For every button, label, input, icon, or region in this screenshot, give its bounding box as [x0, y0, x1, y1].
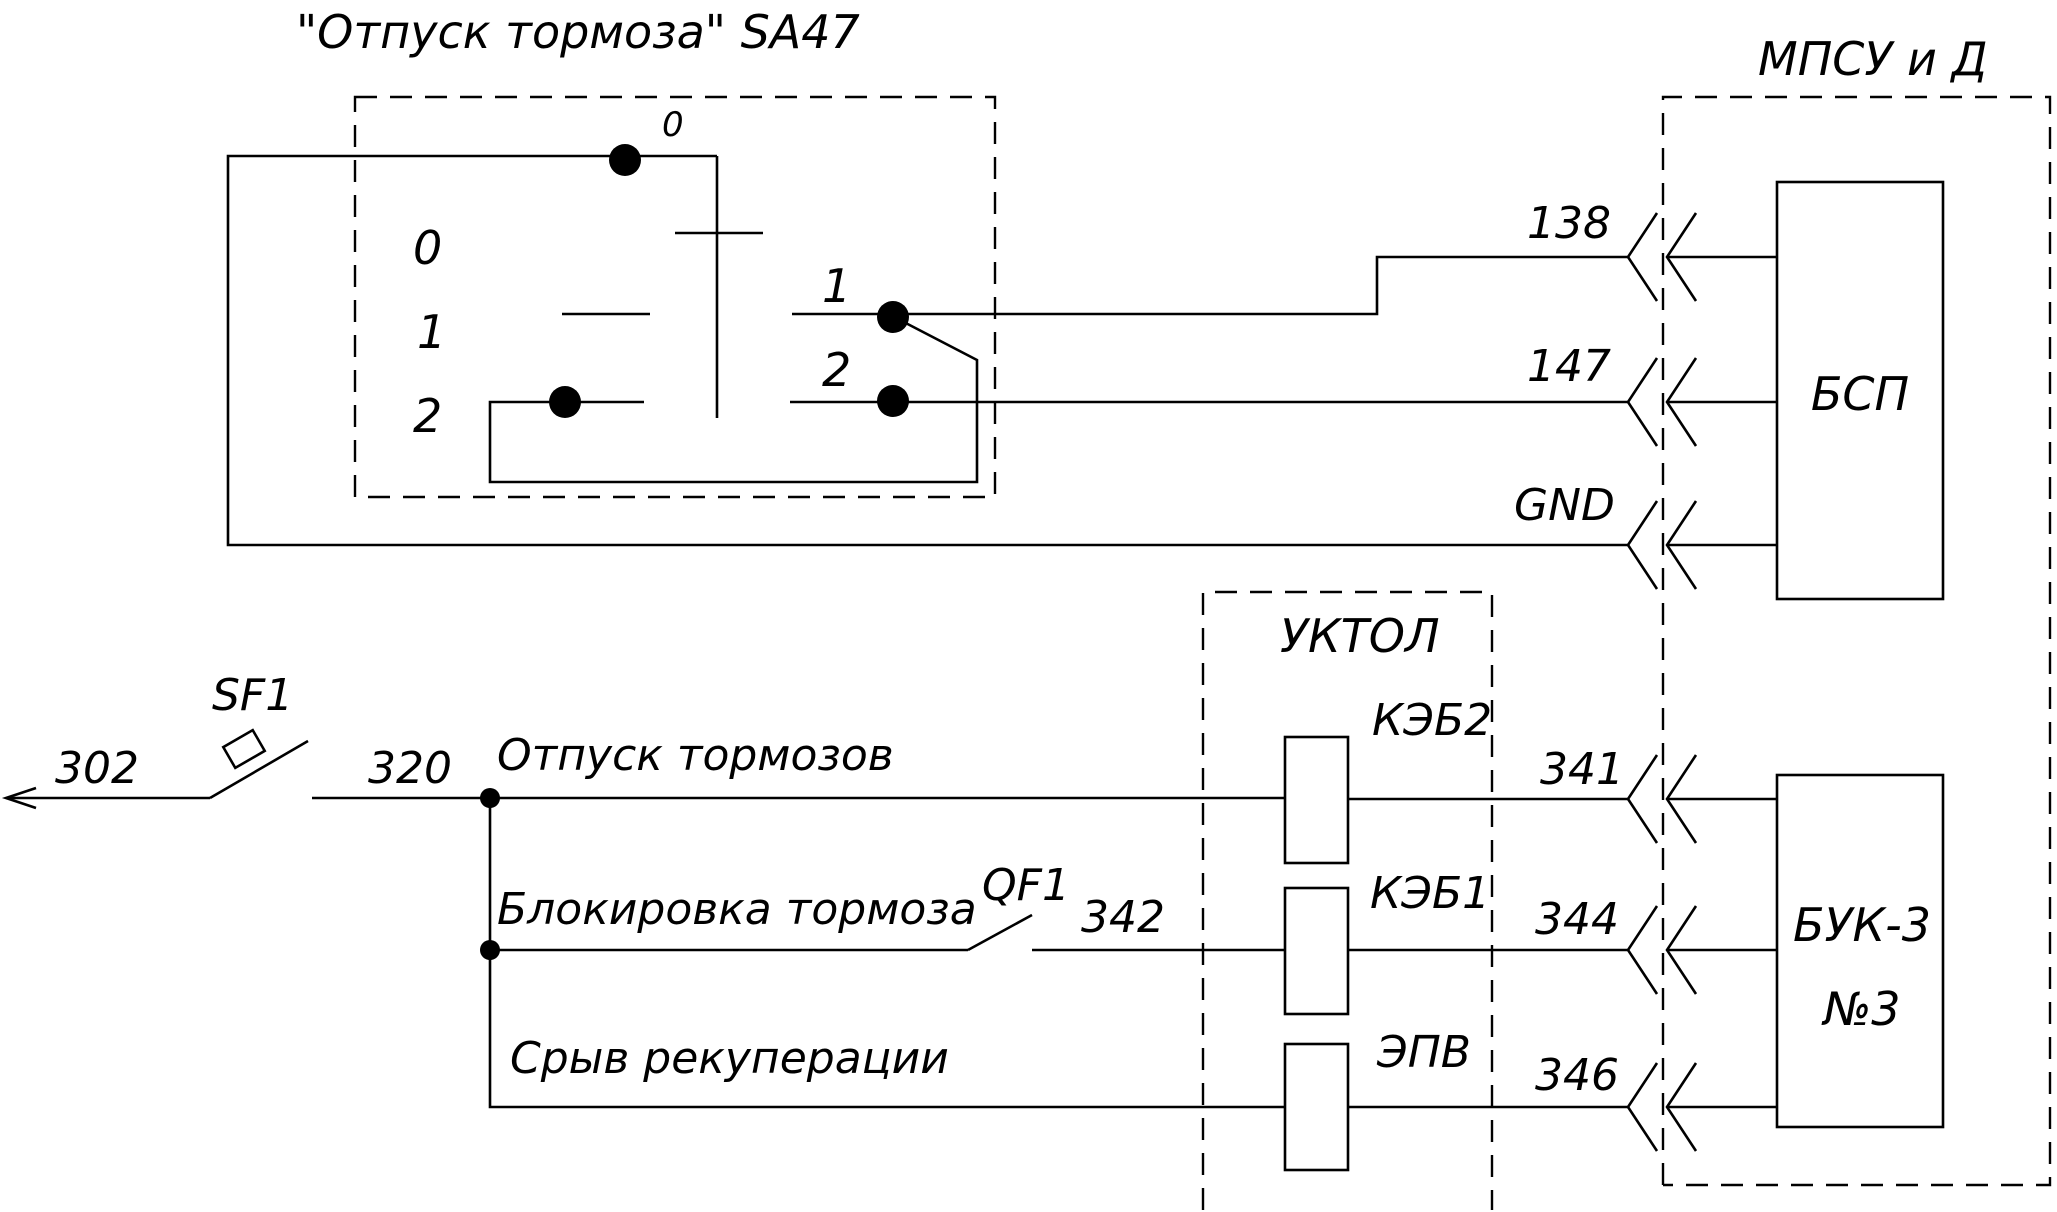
sa47-dashed-frame	[353, 95, 997, 499]
sa47-position-0: 0	[413, 221, 442, 275]
bsp-label: БСП	[1811, 367, 1909, 421]
sa47-position-1: 1	[417, 305, 446, 359]
coil-label-keb2: КЭБ2	[1372, 695, 1492, 746]
sa47-pos2-left-dot	[549, 386, 581, 418]
junction-dot-320	[480, 788, 500, 808]
sa47-pos1-right-dot	[877, 301, 909, 333]
wire-label-342: 342	[1081, 892, 1165, 943]
qf1-label: QF1	[982, 860, 1070, 911]
sf1-label: SF1	[212, 670, 293, 721]
signal-recuperation-break: Срыв рекуперации	[510, 1033, 949, 1084]
arrow-302-head	[1, 786, 37, 810]
wire-138	[893, 255, 1628, 316]
sa47-top-contact-dot	[609, 144, 641, 176]
connector-341	[1626, 754, 1777, 844]
connector-label-147: 147	[1527, 341, 1611, 392]
connector-gnd	[1626, 500, 1777, 590]
connector-344	[1626, 905, 1777, 995]
qf1-blade	[967, 913, 1033, 952]
connector-label-344: 344	[1535, 894, 1619, 945]
connector-346	[1626, 1062, 1777, 1152]
sa47-right-contact-2: 2	[822, 343, 851, 397]
wire-label-320: 320	[368, 743, 452, 794]
connector-label-gnd: GND	[1514, 480, 1615, 531]
coil-epv	[1283, 1042, 1350, 1172]
uktol-title: УКТОЛ	[1280, 609, 1440, 663]
buk3-label-line2: №3	[1820, 982, 1900, 1036]
signal-brake-release: Отпуск тормозов	[497, 730, 894, 781]
connector-138	[1626, 212, 1777, 302]
sa47-title: "Отпуск тормоза" SA47	[296, 5, 860, 59]
sa47-right-contact-1: 1	[822, 259, 851, 313]
wire-vertical-bus	[488, 798, 1285, 1109]
coil-label-epv: ЭПВ	[1376, 1027, 1471, 1078]
connector-label-341: 341	[1540, 744, 1624, 795]
mpsu-title: МПСУ и Д	[1758, 32, 1988, 86]
connector-147	[1626, 357, 1777, 447]
sa47-contact-zero-label: 0	[662, 105, 684, 145]
wire-label-302: 302	[55, 743, 139, 794]
coil-keb2	[1283, 735, 1350, 865]
buk3-label-line1: БУК-3	[1793, 898, 1931, 952]
signal-brake-blocking: Блокировка тормоза	[497, 884, 977, 935]
connector-label-138: 138	[1527, 198, 1611, 249]
mpsu-dashed-frame	[1661, 95, 2052, 1187]
sf1-blade	[209, 739, 309, 800]
coil-keb1	[1283, 886, 1350, 1016]
connector-label-346: 346	[1535, 1050, 1619, 1101]
sf1-thermal-box	[221, 728, 267, 770]
bsp-block	[1775, 180, 1945, 601]
sa47-position-2: 2	[413, 389, 442, 443]
coil-label-keb1: КЭБ1	[1370, 868, 1490, 919]
buk3-block	[1775, 773, 1945, 1129]
wire-sa47-pos2-loop	[488, 317, 979, 484]
wire-sa47-top-to-gnd	[226, 154, 1628, 547]
